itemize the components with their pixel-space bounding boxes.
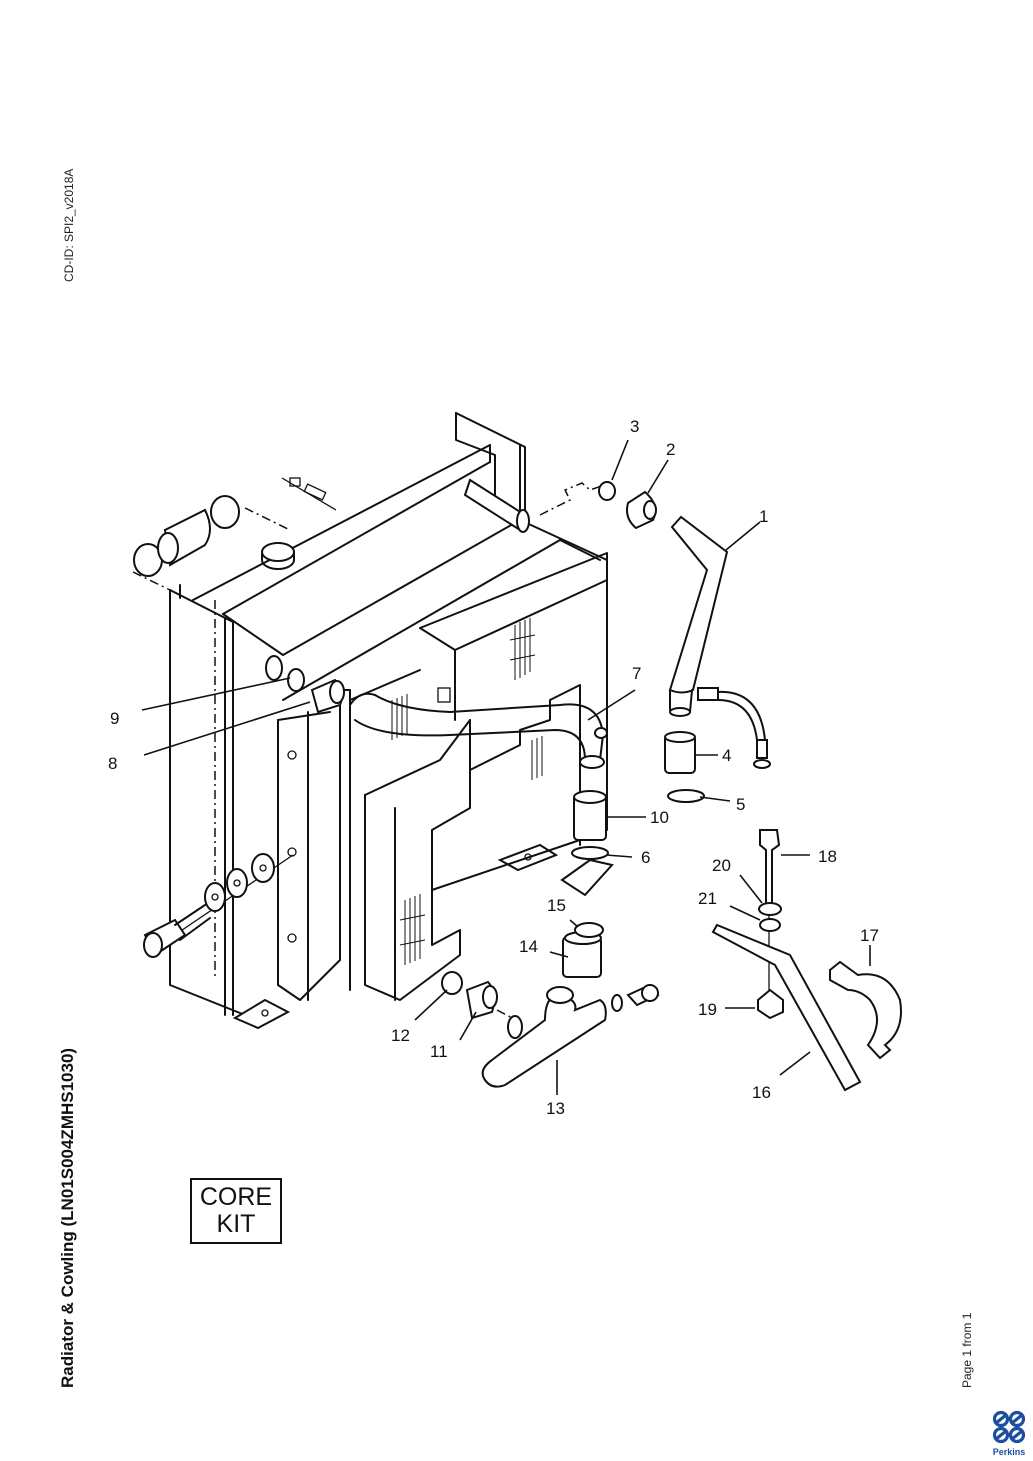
- callout-10: 10: [650, 808, 669, 827]
- callout-8: 8: [108, 754, 117, 773]
- perkins-wordmark: Perkins: [992, 1447, 1026, 1457]
- callout-5: 5: [736, 795, 745, 814]
- side-bolt-washers: [143, 853, 294, 958]
- callout-1: 1: [759, 507, 768, 526]
- callout-21: 21: [698, 889, 717, 908]
- callout-3: 3: [630, 417, 639, 436]
- perkins-logo: Perkins: [987, 1410, 1031, 1460]
- callout-14: 14: [519, 937, 538, 956]
- top-fittings: [132, 477, 530, 681]
- callout-19: 19: [698, 1000, 717, 1019]
- callout-20: 20: [712, 856, 731, 875]
- callout-4: 4: [722, 746, 731, 765]
- leader-lines: [141, 439, 871, 1095]
- perkins-emblem-icon: [992, 1410, 1026, 1444]
- callout-6: 6: [641, 848, 650, 867]
- callout-2: 2: [666, 440, 675, 459]
- bracket-parts: [711, 829, 902, 1092]
- core-mesh: [391, 618, 543, 965]
- callout-17: 17: [860, 926, 879, 945]
- middle-hose-parts: [287, 668, 614, 897]
- callout-11: 11: [430, 1042, 448, 1061]
- callout-12: 12: [391, 1026, 410, 1045]
- callout-7: 7: [632, 664, 641, 683]
- core-kit-line1: CORE: [199, 1183, 273, 1211]
- callout-9: 9: [110, 709, 119, 728]
- callout-16: 16: [752, 1083, 771, 1102]
- core-kit-line2: KIT: [216, 1210, 256, 1238]
- callout-18: 18: [818, 847, 837, 866]
- callout-13: 13: [546, 1099, 565, 1118]
- callout-numbers: 3 2 1 4 5 6 7 8 9 10 11 12 13 14 15 16 1…: [108, 417, 879, 1118]
- core-kit-box: CORE KIT: [190, 1178, 282, 1244]
- callout-15: 15: [547, 896, 566, 915]
- lower-hose-parts: [441, 922, 660, 1088]
- radiator-assembly: [169, 412, 608, 1030]
- upper-hose-parts: [539, 481, 771, 803]
